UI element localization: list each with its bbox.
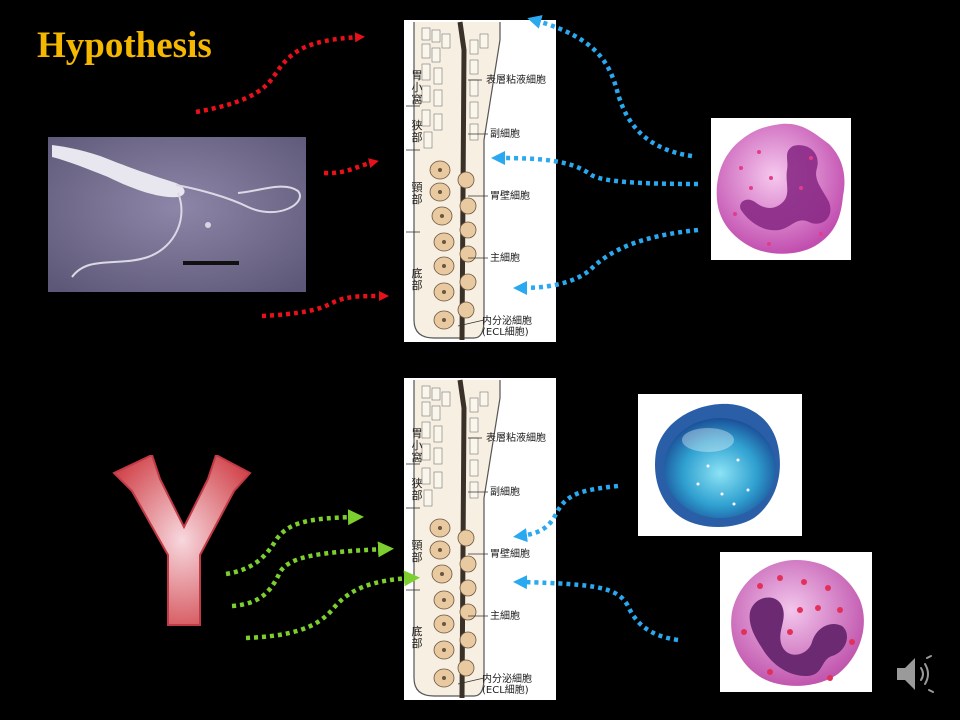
- antibody-icon: [112, 453, 252, 634]
- region-label-neck: 頸部: [411, 539, 423, 564]
- eosinophil-icon: [720, 552, 872, 692]
- eosinophil-arrow: [513, 575, 679, 643]
- antibody-arrow-1: [225, 509, 364, 577]
- slide-title: Hypothesis: [37, 25, 212, 66]
- neutrophil-arrow-3: [513, 227, 699, 295]
- bacteria-micrograph: [48, 137, 306, 292]
- antibody-arrow-2: [231, 541, 394, 609]
- antibody-arrow-3: [245, 570, 420, 641]
- cell-label-mucous-neck: 副細胞: [490, 487, 520, 498]
- region-label-isthmus: 狭部: [411, 477, 423, 502]
- cell-label-ecl: (ECL細胞): [482, 685, 529, 696]
- region-label-pit: 胃小窩: [411, 427, 423, 464]
- gastric-gland-diagram-top: 胃小窩 狭部 頸部 底部 表層粘液細胞 副細胞 胃壁細胞 主細胞 内分泌細胞 (…: [404, 20, 556, 342]
- speaker-icon[interactable]: [893, 654, 937, 698]
- region-label-base: 底部: [411, 267, 423, 292]
- cell-label-chief: 主細胞: [490, 253, 520, 264]
- neutrophil-arrow-1: [527, 15, 693, 159]
- bacteria-arrow-3: [261, 291, 389, 319]
- cell-label-surface-mucous: 表層粘液細胞: [486, 433, 546, 444]
- region-label-neck: 頸部: [411, 181, 423, 206]
- neutrophil-icon: [711, 118, 851, 260]
- cell-label-ecl: (ECL細胞): [482, 327, 529, 338]
- cell-label-parietal: 胃壁細胞: [490, 191, 530, 202]
- bacteria-arrow-1: [195, 32, 365, 115]
- lymphocyte-arrow: [513, 483, 619, 543]
- cell-label-endocrine: 内分泌細胞: [482, 674, 532, 685]
- cell-label-parietal: 胃壁細胞: [490, 549, 530, 560]
- cell-label-endocrine: 内分泌細胞: [482, 316, 532, 327]
- region-label-base: 底部: [411, 625, 423, 650]
- cell-label-surface-mucous: 表層粘液細胞: [486, 75, 546, 86]
- region-label-pit: 胃小窩: [411, 69, 423, 106]
- region-label-isthmus: 狭部: [411, 119, 423, 144]
- cell-label-mucous-neck: 副細胞: [490, 129, 520, 140]
- neutrophil-arrow-2: [491, 151, 699, 187]
- cell-label-chief: 主細胞: [490, 611, 520, 622]
- bacteria-arrow-2: [323, 158, 379, 176]
- gastric-gland-diagram-bottom: 胃小窩 狭部 頸部 底部 表層粘液細胞 副細胞 胃壁細胞 主細胞 内分泌細胞 (…: [404, 378, 556, 700]
- lymphocyte-icon: [638, 394, 802, 536]
